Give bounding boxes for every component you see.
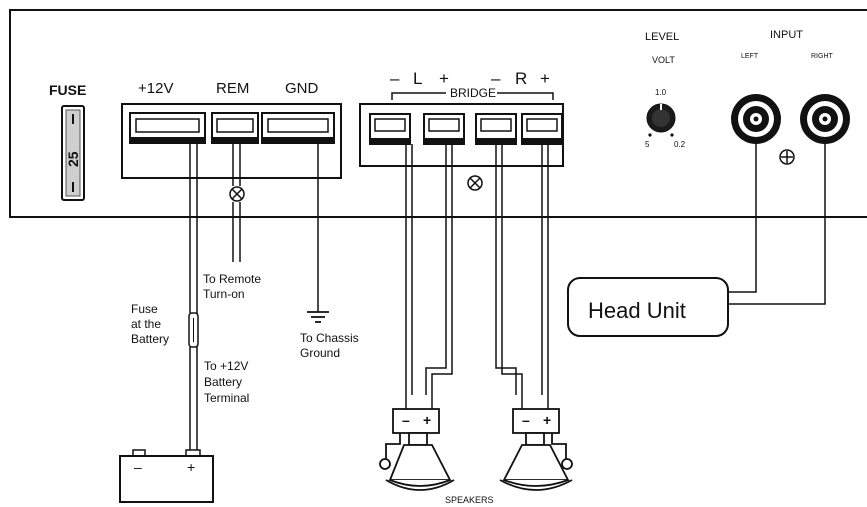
volt-5-label: 5 [645,140,650,149]
level-knob[interactable] [646,103,676,133]
fuse-at-battery-label-2: at the [131,317,161,331]
battery-minus-label: – [134,459,142,475]
battery-plus-label: + [187,459,195,475]
head-unit-box [567,277,729,337]
terminal-right-minus [475,113,517,145]
right-minus-label: – [491,69,501,88]
battery-icon [119,449,214,503]
right-letter-label: R [515,69,527,88]
volt-1-label: 1.0 [655,88,667,97]
level-label: LEVEL [645,31,679,43]
input-right-label: RIGHT [811,53,834,60]
fuse-label: FUSE [49,82,86,98]
fuse-at-battery-label-3: Battery [131,332,169,346]
inline-fuse-icon [188,312,199,348]
speakers-label: SPEAKERS [445,495,494,505]
head-unit-label: Head Unit [588,298,686,323]
volt-02-label: 0.2 [674,140,686,149]
screw-icon [467,175,483,191]
left-speaker-icon [379,408,455,491]
terminal-rem-label: REM [216,80,249,97]
ground-icon [307,311,329,323]
speaker2-minus-label: – [522,412,530,428]
battery-terminal-label-3: Terminal [204,391,249,405]
input-right-jack[interactable] [800,94,850,144]
terminal-rem [211,112,259,144]
speaker1-minus-label: – [402,412,410,428]
chassis-ground-label-2: Ground [300,346,340,360]
input-wires [728,144,826,305]
fuse-at-battery-label-1: Fuse [131,302,158,316]
speaker1-plus-label: + [423,412,431,428]
battery-terminal-label-1: To +12V [204,359,248,373]
chassis-ground-label-1: To Chassis [300,331,359,345]
terminal-left-minus [369,113,411,145]
screw-icon [779,149,795,165]
bridge-label: BRIDGE [450,86,496,100]
left-letter-label: L [413,69,422,88]
terminal-12v-label: +12V [138,80,173,97]
speaker-wires [405,144,549,412]
terminal-12v [129,112,206,144]
terminal-gnd [261,112,335,144]
screw-icon [229,186,245,202]
terminal-left-plus [423,113,465,145]
right-speaker-icon [499,408,573,491]
left-plus-label: + [439,69,449,88]
battery-terminal-label-2: Battery [204,375,242,389]
fuse-value: 25 [65,151,81,167]
right-plus-label: + [540,69,550,88]
terminal-gnd-label: GND [285,80,319,97]
input-left-jack[interactable] [731,94,781,144]
terminal-right-plus [521,113,563,145]
volt-label: VOLT [652,55,675,65]
remote-turn-on-label-2: Turn-on [203,287,245,301]
power-wires [189,143,319,455]
input-label: INPUT [770,29,803,41]
remote-turn-on-label-1: To Remote [203,272,261,286]
input-left-label: LEFT [741,53,759,60]
left-minus-label: – [390,69,400,88]
speaker2-plus-label: + [543,412,551,428]
amplifier-panel [9,9,867,218]
